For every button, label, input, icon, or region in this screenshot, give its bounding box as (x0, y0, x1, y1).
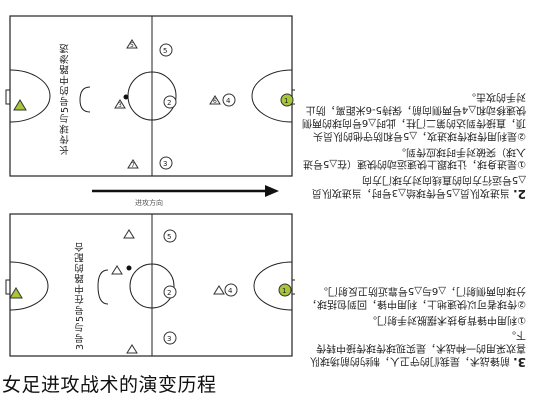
left-goal (5, 279, 11, 295)
defender-circle-2 (163, 95, 177, 109)
player-triangle-6 (213, 285, 225, 295)
player-triangle-5 (123, 229, 135, 239)
circle-label-3: 3 (163, 160, 167, 168)
ball (123, 94, 129, 100)
left-arc (9, 261, 49, 311)
circle-label-4: 4 (228, 287, 233, 295)
player-triangle-7 (127, 159, 139, 169)
text-b-para-1: ①利用中锋背身技术摆脱对手射门。 (367, 313, 526, 325)
pitch-boundary (9, 15, 293, 177)
top-pitch-svg: 5 3 7 6 5 2 3 4 1 (5, 15, 295, 177)
top-side-note: 长传球与5号的中路渗透 (60, 42, 71, 155)
defender-keeper (280, 93, 294, 107)
defender-circle-5 (159, 43, 173, 57)
tri-label-6: 6 (213, 98, 217, 105)
bracket-mark (97, 269, 109, 305)
goalkeeper-triangle (9, 287, 23, 299)
defender-circle-3 (163, 331, 177, 345)
pitch-boundary (9, 213, 293, 357)
arrow-label: 进攻方向 (135, 199, 163, 207)
goalkeeper-triangle (13, 99, 27, 111)
circle-label-5: 5 (163, 47, 167, 55)
circle-label-5: 5 (167, 233, 171, 241)
attack-direction-arrow (90, 183, 280, 207)
defender-circle-4 (222, 93, 236, 107)
text-b-para-2: ②传球者可以快速地上，利用中锋，回到包括球，分球向两侧射门，△6与△5号靠近防卫… (307, 285, 526, 309)
tri-label-3: 3 (118, 102, 122, 109)
left-arc (9, 69, 51, 123)
text-a-para-2: ②是利用传球传球进攻，△5号和防守他的队员头顶，直接传到达的第二门柱，此时△6号… (301, 91, 526, 141)
defender-circle-4 (224, 283, 238, 297)
right-goal (291, 279, 295, 295)
text-b-number: 3. (513, 355, 526, 369)
bracket-mark (79, 86, 91, 113)
arrow-svg (92, 185, 279, 197)
page-caption: 女足进攻战术的演变历程 (2, 374, 217, 396)
player-triangle-3 (114, 99, 126, 109)
circle-label-4: 4 (226, 97, 231, 105)
bottom-pitch-diagram: 5 2 3 4 1 (0, 210, 295, 360)
player-triangle-7 (126, 344, 138, 354)
bottom-pitch-svg: 5 2 3 4 1 (5, 213, 295, 357)
left-goal (5, 89, 11, 105)
right-arc (253, 261, 293, 311)
player-triangle-5 (126, 39, 138, 49)
arrow-head (265, 185, 279, 197)
circle-label-2: 2 (167, 99, 171, 107)
circle-label-3: 3 (167, 335, 171, 343)
text-block-b: 3. 前锋战术，是我们的守卫人，制约的前场球队喜欢采用的一种战术，是实现球传球传… (300, 218, 526, 369)
center-circle (129, 263, 175, 309)
circle-label-1: 1 (284, 97, 288, 105)
text-a-number: 2. (513, 187, 526, 201)
circle-label-2: 2 (167, 289, 171, 297)
circle-label-1: 1 (282, 287, 286, 295)
top-pitch-diagram: 5 3 7 6 5 2 3 4 1 (0, 12, 295, 180)
defender-circle-3 (159, 156, 173, 170)
tri-label-7: 7 (131, 162, 135, 169)
player-triangle-6 (209, 95, 221, 105)
text-b-para-0: 前锋战术，是我们的守卫人，制约的前场球队喜欢采用的一种战术，是实现球传球传接中转… (309, 329, 526, 366)
bottom-side-note: 3号与5号在中路的配合 (75, 241, 86, 350)
defender-circle-2 (163, 285, 177, 299)
text-block-a: 2. 当进攻队员△5号传球给△3号时，当进攻队员△5号运行方向的直线向对方球门方… (300, 18, 526, 201)
defender-keeper (278, 283, 292, 297)
right-arc (251, 69, 293, 123)
tri-label-5: 5 (130, 42, 134, 49)
player-triangle-3 (111, 265, 123, 275)
ball (126, 265, 132, 271)
text-a-para-0: 当进攻队员△5号传球给△3号时，当进攻队员△5号运行方向的直线向对方球门方向 (311, 174, 526, 198)
defender-circle-5 (163, 229, 177, 243)
text-a-para-1: ①是进身球，让球跟上快速运动的快速（在△5号进入球）突破对手时球应传到。 (302, 145, 526, 170)
